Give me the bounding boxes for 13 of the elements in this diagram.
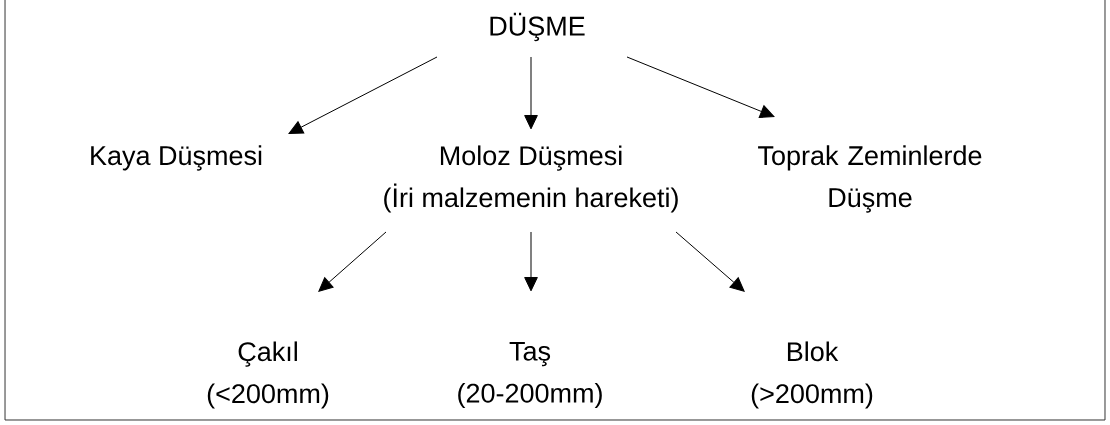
node-label: Kaya Düşmesi [91,145,262,171]
node-label: DÜŞME [490,12,585,42]
node-label: Çakıl (<200mm) [207,341,329,409]
arrow [675,231,745,292]
arrow [524,231,538,292]
node-label: Blok (>200mm) [751,341,873,409]
node-label: Toprak Zeminlerde Düşme [758,145,982,213]
arrow [524,56,538,130]
node-label: Moloz Düşmesi (İri malzemenin hareketi) [384,145,678,213]
node-label: Taş (20-200mm) [458,341,602,409]
arrow [626,56,775,118]
arrow [318,231,387,292]
arrow [288,56,438,134]
